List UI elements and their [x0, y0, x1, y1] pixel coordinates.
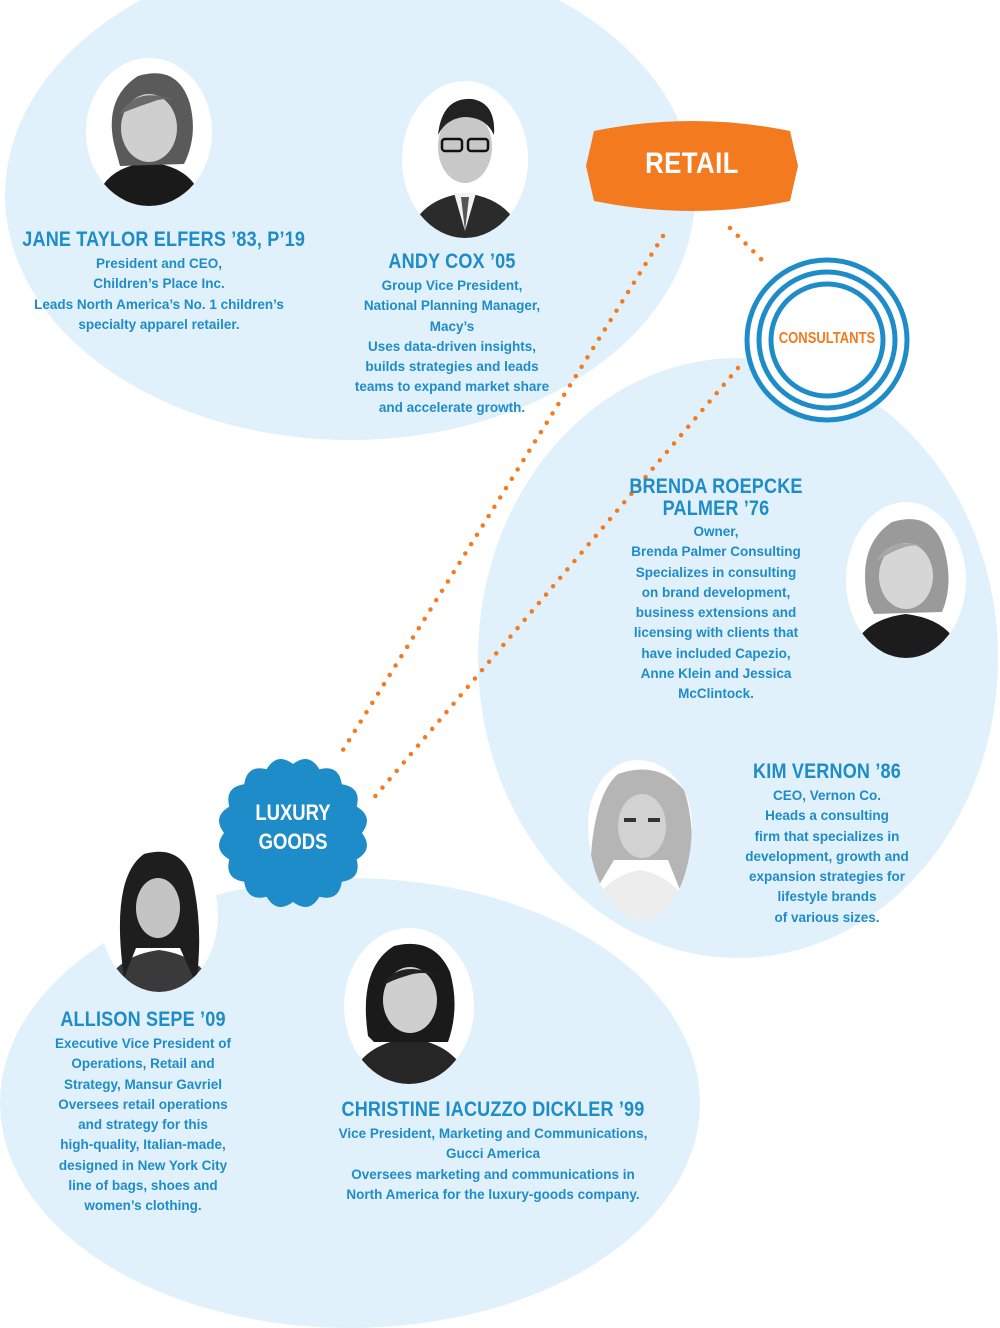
person-christine: CHRISTINE IACUZZO DICKLER ’99 Vice Presi…	[300, 1098, 686, 1205]
connector-retail-luxury	[335, 233, 666, 761]
connector-retail-consultants	[727, 225, 771, 269]
person-brenda: BRENDA ROEPCKE PALMER ’76 Owner, Brenda …	[596, 476, 836, 705]
person-bio: Group Vice President, National Planning …	[354, 278, 550, 415]
retail-label: RETAIL	[645, 147, 739, 180]
person-kim: KIM VERNON ’86 CEO, Vernon Co. Heads a c…	[714, 760, 940, 928]
luxury-goods-badge	[219, 759, 367, 907]
consultants-label: CONSULTANTS	[778, 330, 876, 347]
person-bio: Owner, Brenda Palmer Consulting Speciali…	[631, 524, 801, 702]
person-bio: Vice President, Marketing and Communicat…	[338, 1126, 648, 1202]
person-name: ALLISON SEPE ’09	[60, 1008, 226, 1031]
jane-photo	[86, 58, 212, 206]
person-bio: CEO, Vernon Co. Heads a consulting firm …	[745, 788, 909, 925]
connector-consultants-luxury	[369, 365, 741, 803]
kim-photo	[588, 760, 692, 920]
consultants-group-blob	[478, 358, 998, 958]
person-jane: JANE TAYLOR ELFERS ’83, P’19 President a…	[0, 228, 318, 335]
andy-photo	[402, 81, 528, 238]
person-bio: President and CEO, Children’s Place Inc.…	[34, 256, 284, 332]
person-name: ANDY COX ’05	[388, 250, 516, 273]
consultants-badge	[744, 257, 910, 423]
person-andy: ANDY COX ’05 Group Vice President, Natio…	[330, 250, 574, 418]
christine-photo	[344, 928, 474, 1084]
brenda-photo	[846, 502, 966, 658]
luxury-label-line1: LUXURY	[255, 800, 331, 825]
person-name: KIM VERNON ’86	[753, 760, 901, 783]
luxury-label-line2: GOODS	[258, 829, 328, 854]
person-allison: ALLISON SEPE ’09 Executive Vice Presiden…	[30, 1008, 256, 1217]
person-name-line2: PALMER ’76	[662, 497, 770, 520]
person-name: BRENDA ROEPCKE	[629, 475, 803, 498]
allison-photo	[100, 838, 218, 992]
person-bio: Executive Vice President of Operations, …	[54, 1036, 232, 1214]
person-name: CHRISTINE IACUZZO DICKLER ’99	[341, 1098, 645, 1121]
retail-badge	[586, 121, 798, 211]
person-name: JANE TAYLOR ELFERS ’83, P’19	[22, 228, 306, 251]
